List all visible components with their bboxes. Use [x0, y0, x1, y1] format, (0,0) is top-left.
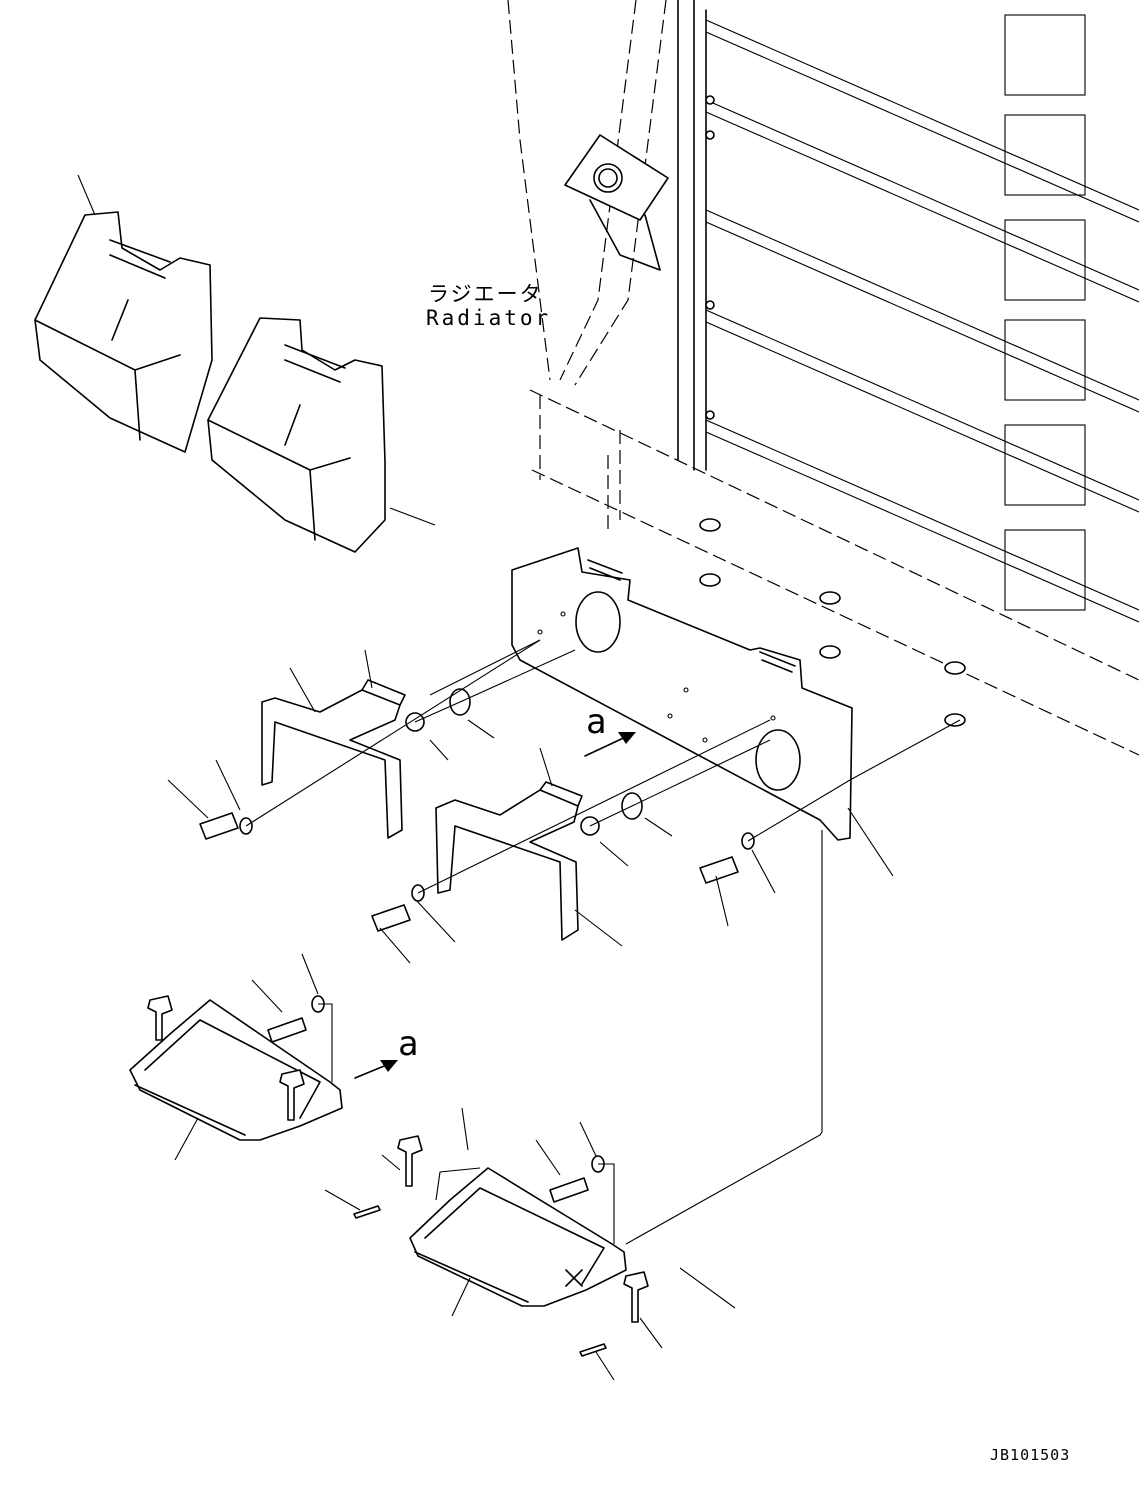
fasteners — [199, 688, 755, 1203]
radiator-label-en: Radiator — [426, 306, 552, 330]
radiator-label-jp: ラジエータ — [428, 282, 543, 306]
view-marker-a-top: a — [586, 702, 607, 742]
assembly-lines — [245, 639, 961, 1245]
step-lower — [353, 1135, 649, 1357]
bracket-upper-left — [261, 679, 406, 839]
mounting-plate — [511, 547, 853, 841]
leader-lines — [77, 174, 894, 1381]
drawing-number: JB101503 — [990, 1446, 1071, 1464]
counterweight-right — [207, 317, 386, 553]
radiator — [507, 0, 1139, 756]
counterweight-left — [34, 211, 213, 453]
bracket-lower — [435, 781, 583, 941]
step-upper — [129, 995, 343, 1141]
view-marker-a-bottom: a — [398, 1024, 419, 1064]
view-arrows — [354, 732, 636, 1079]
